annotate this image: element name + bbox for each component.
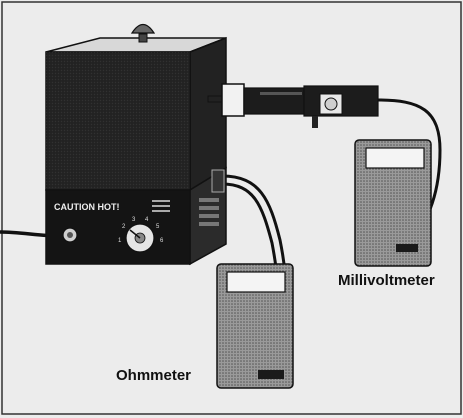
ohmmeter-jack: [258, 370, 284, 379]
furnace: CAUTION HOT! 1 2 3 4 5 6: [45, 23, 227, 266]
dial-tick-label: 4: [145, 217, 149, 223]
lid-knob-icon: [130, 23, 156, 34]
thermocouple-probe: [207, 83, 379, 128]
dial-tick-label: 6: [160, 238, 164, 244]
furnace-connector: [211, 169, 225, 193]
dial-tick-label: 2: [122, 224, 126, 230]
millivoltmeter-jack: [396, 244, 418, 252]
millivoltmeter: [354, 139, 432, 267]
ohmmeter: [216, 263, 294, 389]
millivoltmeter-label: Millivoltmeter: [338, 272, 435, 289]
ohmmeter-display: [226, 271, 286, 293]
dial-tick-label: 1: [118, 238, 122, 244]
dial-tick-label: 3: [132, 217, 136, 223]
dial-tick-label: 5: [156, 224, 160, 230]
caution-label: CAUTION HOT!: [54, 202, 120, 212]
ohmmeter-label: Ohmmeter: [116, 367, 192, 384]
probe-gauge-icon: [324, 97, 338, 111]
millivoltmeter-display: [365, 147, 425, 169]
